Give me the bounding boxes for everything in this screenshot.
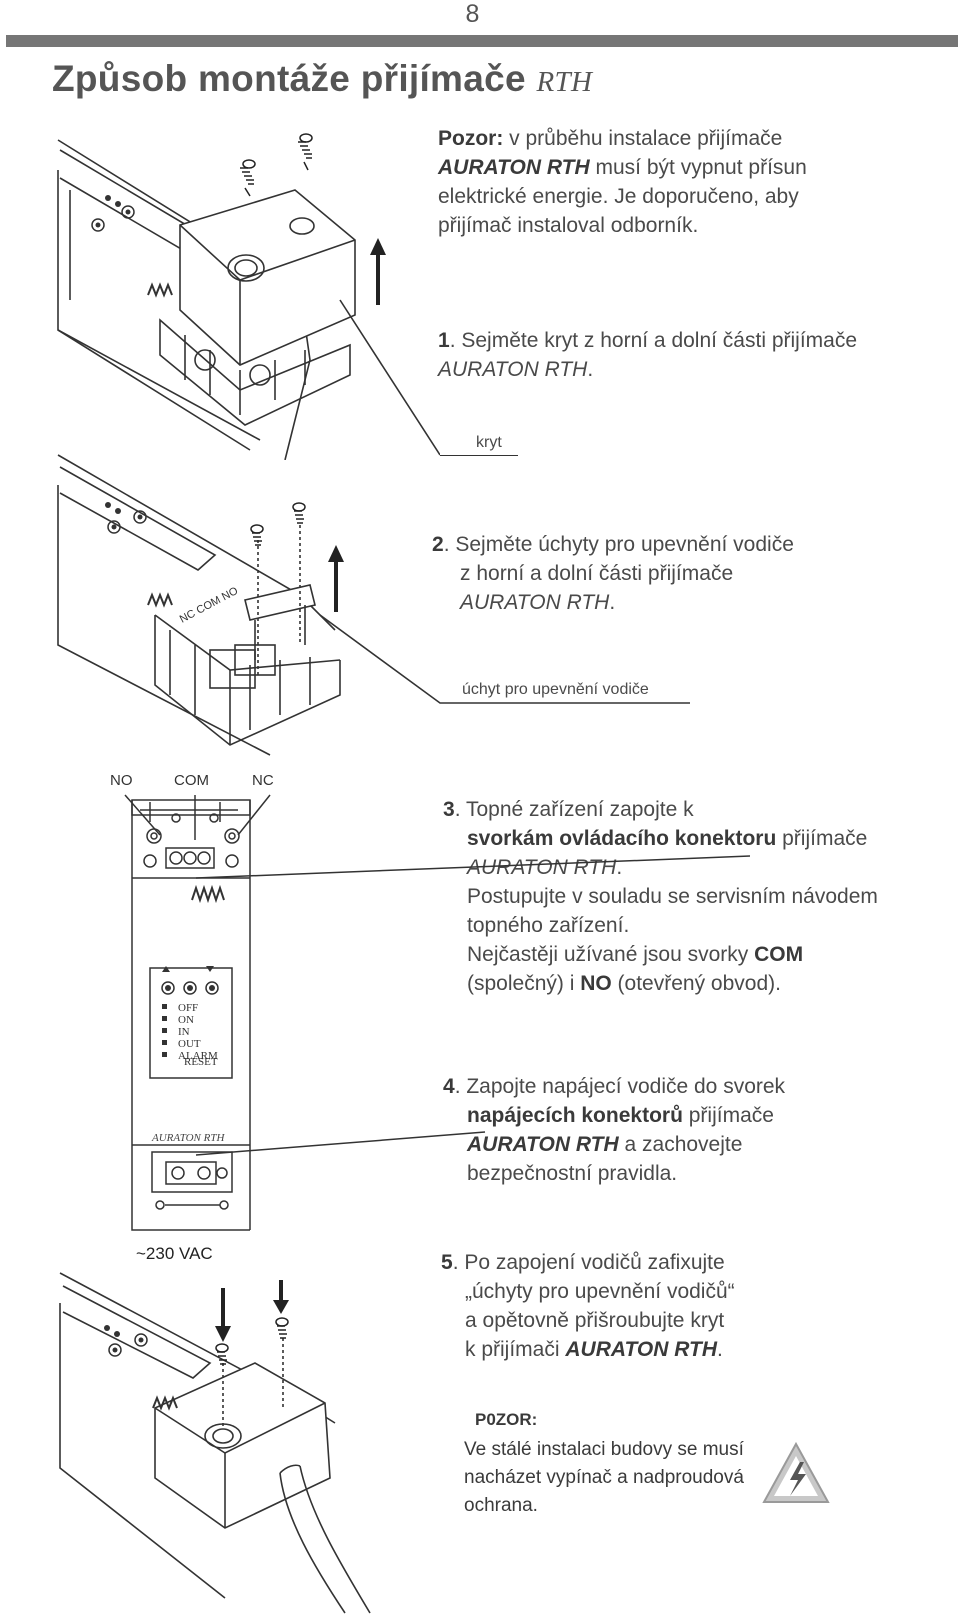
step-2-text: . Sejměte úchyty pro upevnění vodiče [443,533,794,556]
step-3-number: 3 [443,798,455,821]
led-on: ON [178,1014,194,1026]
step-2: 2. Sejměte úchyty pro upevnění vodiče z … [432,530,902,617]
intro-line3: elektrické energie. Je doporučeno, aby [438,185,799,208]
step-4-bold: napájecích konektorů [467,1104,683,1127]
high-voltage-warning-icon [762,1441,830,1503]
step-5-line2: „úchyty pro upevnění vodičů“ [465,1280,735,1303]
step-3-no: NO [580,972,612,995]
step-5-number: 5 [441,1251,453,1274]
step-5-line3: a opětovně přišroubujte kryt [465,1309,725,1332]
page-number: 8 [465,0,480,28]
step-4-after: přijímače [682,1104,774,1127]
step-1-number: 1 [438,329,450,352]
warning-line2: nacházet vypínač a nadproudová [464,1467,744,1488]
terminal-no-label: NO [110,772,133,789]
step-5-end: . [717,1338,723,1361]
intro-bold: Pozor: [438,127,504,150]
step-5: 5. Po zapojení vodičů zafixujte „úchyty … [441,1248,941,1364]
step-4-number: 4 [443,1075,455,1098]
step-3-end: . [616,856,623,879]
step-5-line4: k přijímači [465,1338,566,1361]
warning-heading: P0ZOR: [475,1410,538,1429]
warning-line3: ochrana. [464,1495,538,1516]
step-4-text: . Zapojte napájecí vodiče do svorek [454,1075,786,1098]
label-kryt: kryt [476,434,502,451]
title-model: RTH [536,66,593,98]
step-3-line7: (společný) i [467,972,581,995]
intro-line4: přijímač instaloval odborník. [438,214,699,237]
step-3-model: AURATON RTH [467,856,617,879]
step-3-line4: Postupujte v souladu se servisním návode… [467,885,878,908]
step-3-line6: Nejčastěji užívané jsou svorky [467,943,755,966]
led-alarm: ALARM [178,1050,218,1062]
led-out: OUT [178,1038,201,1050]
title-main: Způsob montáže přijímače [52,58,526,99]
step-3-after: přijímače [776,827,868,850]
led-off: OFF [178,1002,199,1014]
step-1-model: AURATON RTH [438,358,588,381]
step-5-model: AURATON RTH [565,1338,718,1361]
intro-paragraph: Pozor: v průběhu instalace přijímače AUR… [438,124,908,240]
step-3-text: . Topné zařízení zapojte k [454,798,694,821]
step-3-com: COM [754,943,804,966]
illustration-reassembly [59,1272,371,1614]
terminal-nc-label: NC [252,772,274,789]
step-4: 4. Zapojte napájecí vodiče do svorek nap… [443,1072,943,1188]
header-rule [6,35,958,47]
step-4-line4: bezpečnostní pravidla. [467,1162,678,1185]
step-2-end: . [609,591,616,614]
label-kryt-underline [440,455,518,456]
terminal-com-label: COM [174,772,209,789]
terminal-marks: NC COM NO [178,585,241,626]
step-4-model: AURATON RTH [467,1133,619,1156]
step-3-line7-end: (otevřený obvod). [611,972,781,995]
step-4-after2: a zachovejte [618,1133,743,1156]
led-labels: OFF ON IN OUT ALARM RESET [178,1002,218,1074]
step-1-text: . Sejměte kryt z horní a dolní části při… [449,329,858,352]
step-5-text: . Po zapojení vodičů zafixujte [452,1251,725,1274]
illustration-cover-removal [57,133,440,460]
power-label: ~230 VAC [136,1244,213,1263]
intro-text: v průběhu instalace přijímače [503,127,783,150]
label-uchyt: úchyt pro upevnění vodiče [462,681,649,698]
step-2-model: AURATON RTH [460,591,610,614]
page-title: Způsob montáže přijímače RTH [52,58,592,100]
step-3-line5: topného zařízení. [467,914,630,937]
illustration-wiring-diagram [124,794,750,1231]
step-3: 3. Topné zařízení zapojte k svorkám ovlá… [443,795,943,998]
led-in: IN [178,1026,190,1038]
illustration-clamp-removal: NC COM NO [57,454,690,756]
intro-model: AURATON RTH [438,156,590,179]
device-label: AURATON RTH [152,1132,225,1144]
step-1-end: . [587,358,594,381]
reset-button-label: RESET [184,1056,218,1068]
step-3-bold: svorkám ovládacího konektoru [467,827,777,850]
step-1: 1. Sejměte kryt z horní a dolní části př… [438,326,908,384]
intro-text-2: musí být vypnut přísun [589,156,807,179]
warning-line1: Ve stálé instalaci budovy se musí [464,1439,744,1460]
step-2-line2: z horní a dolní části přijímače [460,562,734,585]
warning-text: Ve stálé instalaci budovy se musí nacház… [464,1436,774,1520]
step-2-number: 2 [432,533,444,556]
